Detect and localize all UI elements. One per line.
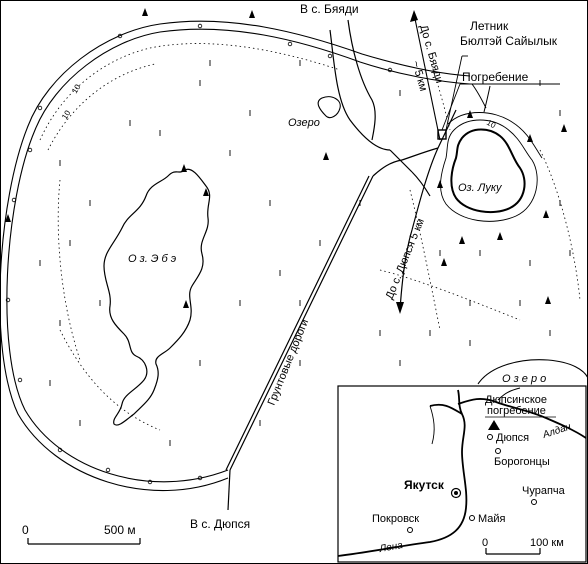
town-pokrovsk-marker <box>407 527 413 533</box>
town-dyupsya: Дюпся <box>496 432 529 444</box>
inset-scale-zero: 0 <box>482 537 488 549</box>
inset-scale-end: 100 км <box>530 537 564 549</box>
label-site-line1: Летник <box>470 19 509 33</box>
contour-label-3: 10 <box>485 118 498 131</box>
river-aldan <box>457 398 587 439</box>
inset-burial-line1: Дюпсинское <box>485 394 547 406</box>
contour-label-1: 10 <box>70 82 83 95</box>
loop-markers <box>5 23 393 485</box>
lake-ebe <box>103 168 211 426</box>
burial-triangle <box>488 420 500 430</box>
label-site-line2: Бюлтэй Сайылык <box>460 34 558 48</box>
river-lena <box>337 389 468 557</box>
town-yakutsk-marker <box>450 487 462 499</box>
outer-loop <box>0 20 471 491</box>
lake-small <box>317 96 341 119</box>
vegetation-marks <box>39 60 571 446</box>
inset-map: Дюпсинское погребение Дюпся Борогонцы Як… <box>337 385 587 563</box>
contour-labels: 10 10 10 <box>60 82 498 130</box>
main-scale-bar: 0 500 м <box>22 523 141 545</box>
road-arrows <box>396 10 418 314</box>
town-pokrovsk: Покровск <box>372 513 419 525</box>
town-maya-marker <box>469 515 475 521</box>
town-maya: Майя <box>478 513 506 525</box>
label-burial: Погребение <box>462 70 529 84</box>
scale-zero: 0 <box>22 523 29 537</box>
dirt-roads <box>225 13 457 511</box>
town-churapcha: Чурапча <box>522 485 566 497</box>
label-south-village: В с. Дюпся <box>190 517 250 531</box>
tree-symbols <box>5 8 567 308</box>
scale-end: 500 м <box>104 523 136 537</box>
label-lake-small: Озеро <box>288 117 320 129</box>
label-road-dyupsya: До с. Дюпся 5 км <box>384 217 427 301</box>
leader-lines <box>441 55 468 131</box>
stream <box>471 83 491 113</box>
label-dirt-roads: Грунтовые дороги <box>266 318 312 408</box>
town-yakutsk: Якутск <box>404 478 445 492</box>
contour-lines <box>39 43 581 431</box>
label-lake-ebe: О з. Э б э <box>128 253 177 265</box>
label-north-village: В с. Бяяди <box>300 2 359 16</box>
town-borogontsy-marker <box>495 448 501 454</box>
lake-luku <box>440 112 543 222</box>
town-borogontsy: Борогонцы <box>494 456 550 468</box>
town-dyupsya-marker <box>487 434 493 440</box>
inset-burial-line2: погребение <box>487 405 546 417</box>
river-lena-label: Лена <box>378 540 404 555</box>
contour-label-2: 10 <box>60 108 73 121</box>
label-lake-se: О з е р о <box>502 373 546 385</box>
town-churapcha-marker <box>531 499 537 505</box>
lake-se <box>477 359 588 385</box>
label-lake-luku: Оз. Луку <box>458 182 503 194</box>
